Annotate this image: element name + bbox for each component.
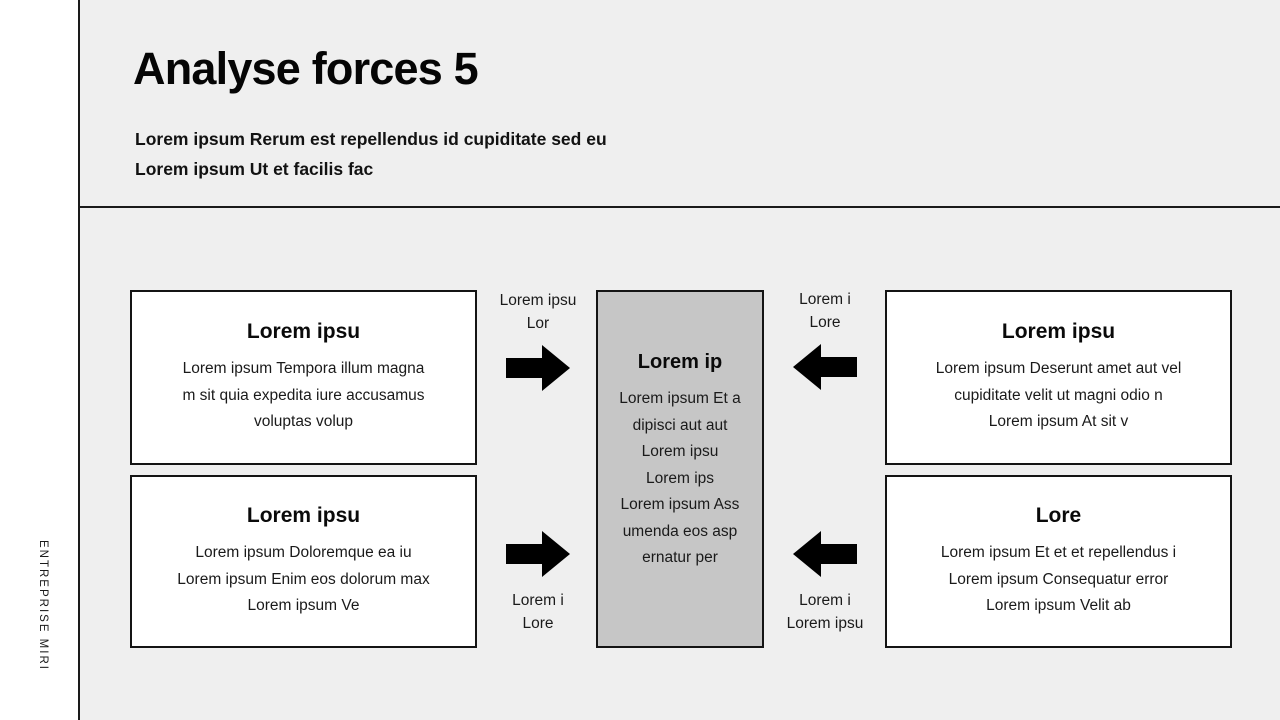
page-title: Analyse forces 5 bbox=[133, 43, 479, 94]
arrow-right-icon bbox=[506, 531, 570, 577]
slide-body: Analyse forces 5 Lorem ipsum Rerum est r… bbox=[80, 0, 1280, 720]
connector-label: Lorem ipsu Lor bbox=[499, 292, 577, 332]
force-box-body: Lorem ipsum Deserunt amet aut vel cupidi… bbox=[935, 360, 1182, 431]
arrow-left-icon bbox=[793, 344, 857, 390]
force-box-top-right[interactable]: Lorem ipsu Lorem ipsum Deserunt amet aut… bbox=[885, 290, 1232, 465]
force-box-body: Lorem ipsum Et a dipisci aut aut Lorem i… bbox=[619, 390, 741, 566]
arrow-right-icon bbox=[506, 345, 570, 391]
page-subtitle: Lorem ipsum Rerum est repellendus id cup… bbox=[135, 129, 607, 179]
force-box-title: Lorem ipsu bbox=[246, 504, 361, 528]
company-name-vertical-label: ENTREPRISE MIRI bbox=[37, 540, 49, 671]
force-box-title: Lorem ip bbox=[637, 351, 723, 373]
arrow-left-icon bbox=[793, 531, 857, 577]
force-box-body: Lorem ipsum Et et et repellendus i Lorem… bbox=[940, 544, 1177, 615]
force-box-title: Lorem ipsu bbox=[1001, 320, 1116, 344]
force-box-body: Lorem ipsum Doloremque ea iu Lorem ipsum… bbox=[177, 544, 430, 615]
left-sidebar-rail: ENTREPRISE MIRI bbox=[0, 0, 80, 720]
connector-bottom-right: Lorem i Lorem ipsu bbox=[766, 531, 884, 635]
force-box-title: Lore bbox=[1035, 504, 1082, 528]
force-box-title: Lorem ipsu bbox=[246, 320, 361, 344]
force-box-center[interactable]: Lorem ip Lorem ipsum Et a dipisci aut au… bbox=[596, 290, 764, 648]
connector-top-left: Lorem ipsu Lor bbox=[484, 289, 592, 391]
slide-header: Analyse forces 5 Lorem ipsum Rerum est r… bbox=[80, 0, 1280, 208]
force-box-bottom-right[interactable]: Lore Lorem ipsum Et et et repellendus i … bbox=[885, 475, 1232, 648]
connector-label: Lorem i Lore bbox=[512, 592, 564, 632]
connector-label: Lorem i Lore bbox=[799, 291, 851, 331]
force-box-body: Lorem ipsum Tempora illum magna m sit qu… bbox=[182, 360, 425, 431]
force-box-top-left[interactable]: Lorem ipsu Lorem ipsum Tempora illum mag… bbox=[130, 290, 477, 465]
connector-top-right: Lorem i Lore bbox=[770, 288, 880, 390]
force-box-bottom-left[interactable]: Lorem ipsu Lorem ipsum Doloremque ea iu … bbox=[130, 475, 477, 648]
connector-bottom-left: Lorem i Lore bbox=[484, 531, 592, 635]
connector-label: Lorem i Lorem ipsu bbox=[786, 592, 864, 632]
